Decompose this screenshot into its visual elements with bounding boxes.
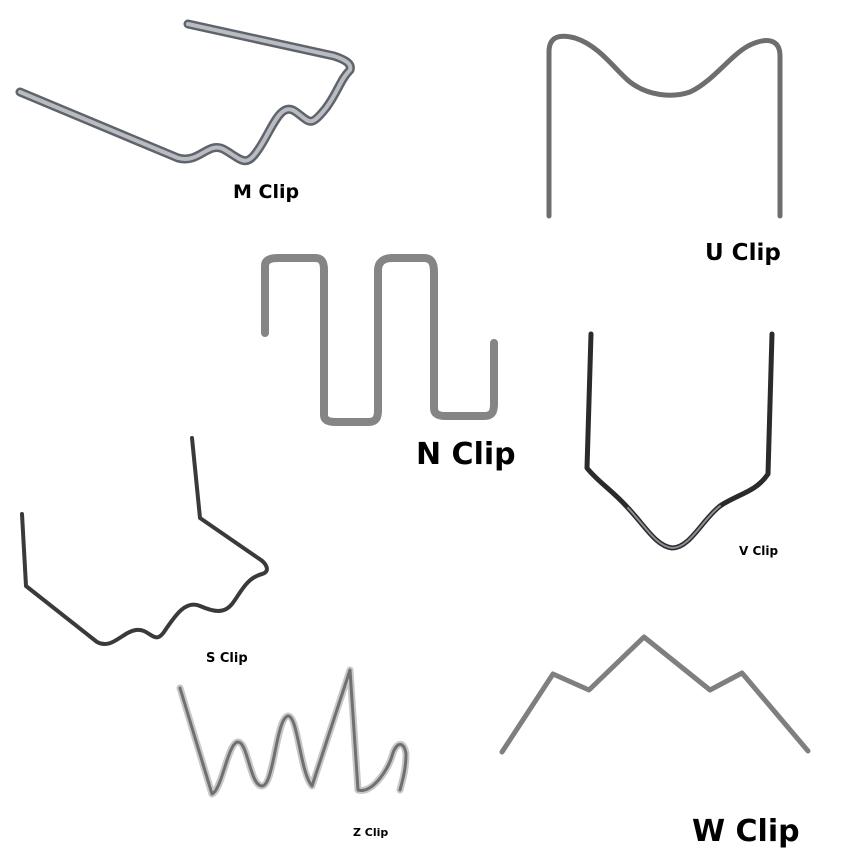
n-clip-label: N Clip — [416, 437, 516, 472]
w-clip-label: W Clip — [692, 814, 800, 849]
u-clip-label: U Clip — [705, 240, 781, 266]
s-clip-label: S Clip — [206, 651, 248, 666]
z-clip-label: Z Clip — [353, 826, 389, 839]
v-clip-label: V Clip — [739, 544, 779, 558]
m-clip-label: M Clip — [233, 181, 300, 203]
